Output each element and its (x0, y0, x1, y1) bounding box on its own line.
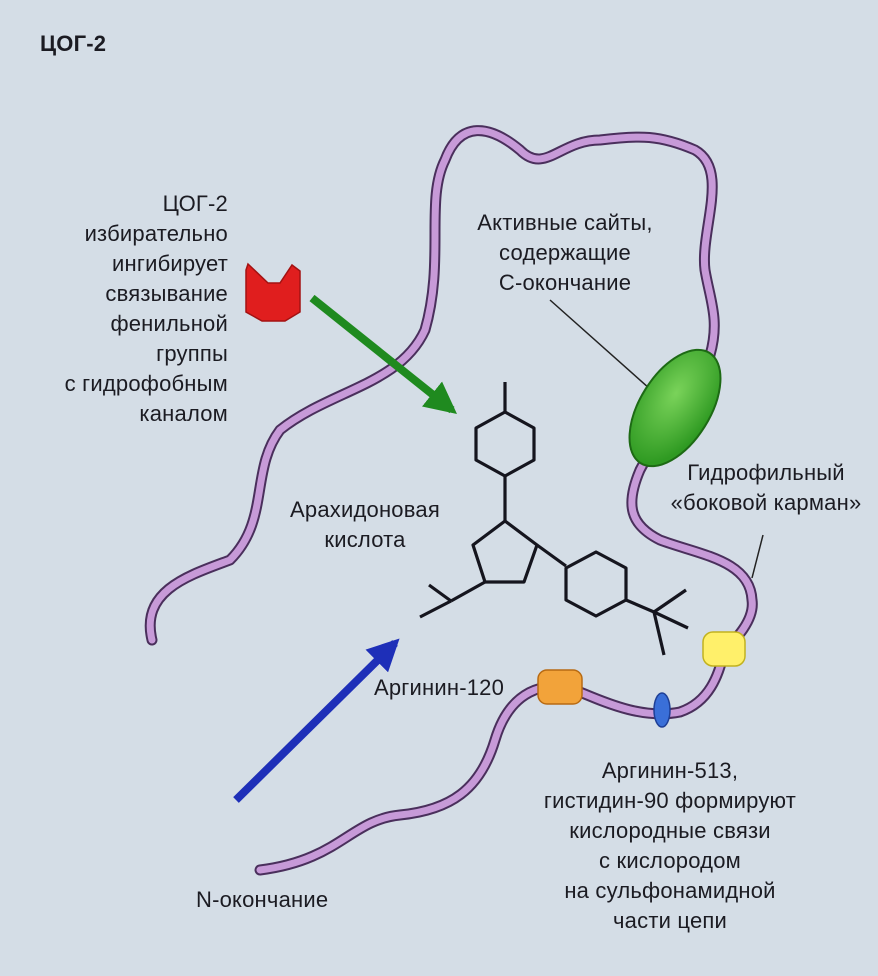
inhibition-line: избирательно (84, 221, 228, 246)
arginine-513-line: с кислородом (599, 848, 741, 873)
inhibition-line: ингибирует (112, 251, 228, 276)
arginine-513-label: Аргинин-513, гистидин-90 формируют кисло… (520, 756, 820, 936)
inhibition-line: фенильной группы (110, 311, 228, 366)
arachidonic-line: кислота (324, 527, 406, 552)
active-site-ellipse (628, 348, 722, 468)
molecule-structure (419, 382, 689, 656)
page-title: ЦОГ-2 (40, 31, 107, 56)
arginine-513-marker (653, 692, 671, 728)
inhibition-line: каналом (139, 401, 228, 426)
arginine-120-label: Аргинин-120 (374, 675, 505, 700)
active-sites-line: Активные сайты, (477, 210, 653, 235)
arachidonic-acid-label: Арахидоновая кислота (270, 495, 460, 555)
inhibition-line: связывание (105, 281, 228, 306)
arginine-513-line: гистидин-90 формируют (543, 788, 797, 813)
arachidonic-line: Арахидоновая (290, 497, 440, 522)
arginine-513-line: кислородные связи (569, 818, 771, 843)
inhibition-line: с гидрофобным (64, 371, 228, 396)
green-arrow (309, 294, 457, 414)
blue-arrow (233, 638, 400, 803)
inhibition-label: ЦОГ-2 избирательно ингибирует связывание… (36, 189, 228, 429)
pocket-leader (751, 534, 764, 579)
pocket-line: «боковой карман» (670, 490, 862, 515)
pocket-line: Гидрофильный (687, 460, 845, 485)
inhibitor-shape (245, 262, 301, 322)
arginine-120-marker (537, 669, 583, 705)
arginine-513-line: Аргинин-513, (601, 758, 739, 783)
hydrophilic-pocket-label: Гидрофильный «боковой карман» (656, 458, 876, 518)
active-sites-line: содержащие (499, 240, 631, 265)
active-sites-line: С-окончание (498, 270, 632, 295)
inhibition-line: ЦОГ-2 (162, 191, 228, 216)
arginine-513-line: на сульфонамидной (564, 878, 776, 903)
pocket-marker (702, 631, 746, 667)
n-terminus-label: N-окончание (196, 887, 329, 912)
active-sites-label: Активные сайты, содержащие С-окончание (455, 208, 675, 298)
arginine-513-line: части цепи (613, 908, 727, 933)
